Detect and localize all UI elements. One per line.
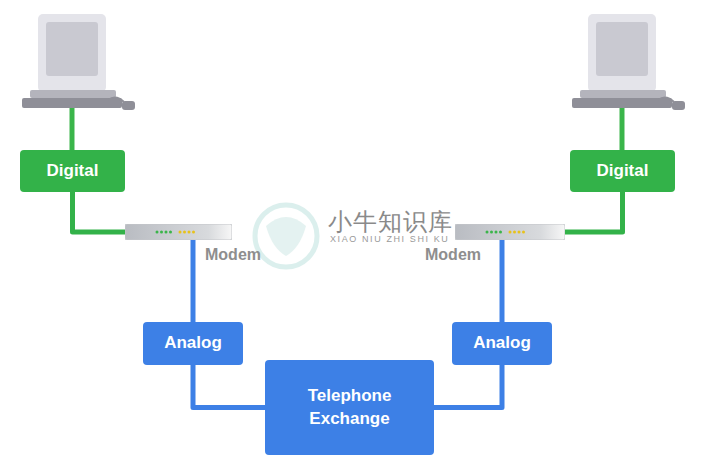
- status-led: [490, 231, 493, 234]
- modem-body: [455, 224, 565, 240]
- signal-box: Telephone Exchange: [265, 360, 434, 455]
- status-led: [522, 231, 525, 234]
- status-led: [165, 231, 168, 234]
- computer: [572, 14, 685, 110]
- signal-box: Analog: [452, 322, 552, 365]
- watermark-logo: [255, 205, 317, 267]
- status-led: [183, 231, 186, 234]
- box-label: Telephone Exchange: [285, 385, 414, 431]
- status-led: [188, 231, 191, 234]
- connector: [193, 365, 265, 408]
- monitor: [588, 14, 656, 92]
- computer-base: [580, 90, 666, 98]
- mouse-cord: [658, 97, 674, 102]
- mouse: [672, 101, 685, 110]
- screen: [596, 22, 648, 76]
- mouse: [122, 101, 135, 110]
- status-led: [169, 231, 172, 234]
- status-led: [495, 231, 498, 234]
- connector: [565, 192, 623, 232]
- modem-casing: [125, 224, 232, 240]
- connector: [73, 192, 126, 232]
- status-led: [513, 231, 516, 234]
- digital-wire: [620, 108, 625, 150]
- computer: [22, 14, 135, 110]
- status-led: [179, 231, 182, 234]
- watermark-text: XIAO NIU ZHI SHI KU: [330, 234, 449, 244]
- box-label: Analog: [164, 332, 222, 355]
- connector: [191, 240, 196, 322]
- box-label: Digital: [47, 160, 99, 183]
- screen: [46, 22, 98, 76]
- status-led: [518, 231, 521, 234]
- watermark-text: 小牛知识库: [328, 206, 453, 238]
- signal-box: Analog: [143, 322, 243, 365]
- box-label: Analog: [473, 332, 531, 355]
- keyboard: [572, 98, 672, 108]
- computer-base: [30, 90, 116, 98]
- status-led: [486, 231, 489, 234]
- modem-body: [125, 224, 232, 240]
- digital-wire: [70, 108, 75, 150]
- status-led: [160, 231, 163, 234]
- device-label: Modem: [205, 246, 261, 264]
- signal-box: Digital: [20, 150, 125, 192]
- signal-box: Digital: [570, 150, 675, 192]
- modem-device: Modem: [125, 224, 232, 240]
- device-label: Modem: [425, 246, 481, 264]
- status-led: [192, 231, 195, 234]
- modem-device: Modem: [455, 224, 565, 240]
- connector: [434, 365, 502, 408]
- status-led: [499, 231, 502, 234]
- status-led: [509, 231, 512, 234]
- box-label: Digital: [597, 160, 649, 183]
- mouse-cord: [108, 97, 124, 102]
- monitor: [38, 14, 106, 92]
- connector: [500, 240, 505, 322]
- modem-casing: [455, 224, 565, 240]
- status-led: [156, 231, 159, 234]
- keyboard: [22, 98, 122, 108]
